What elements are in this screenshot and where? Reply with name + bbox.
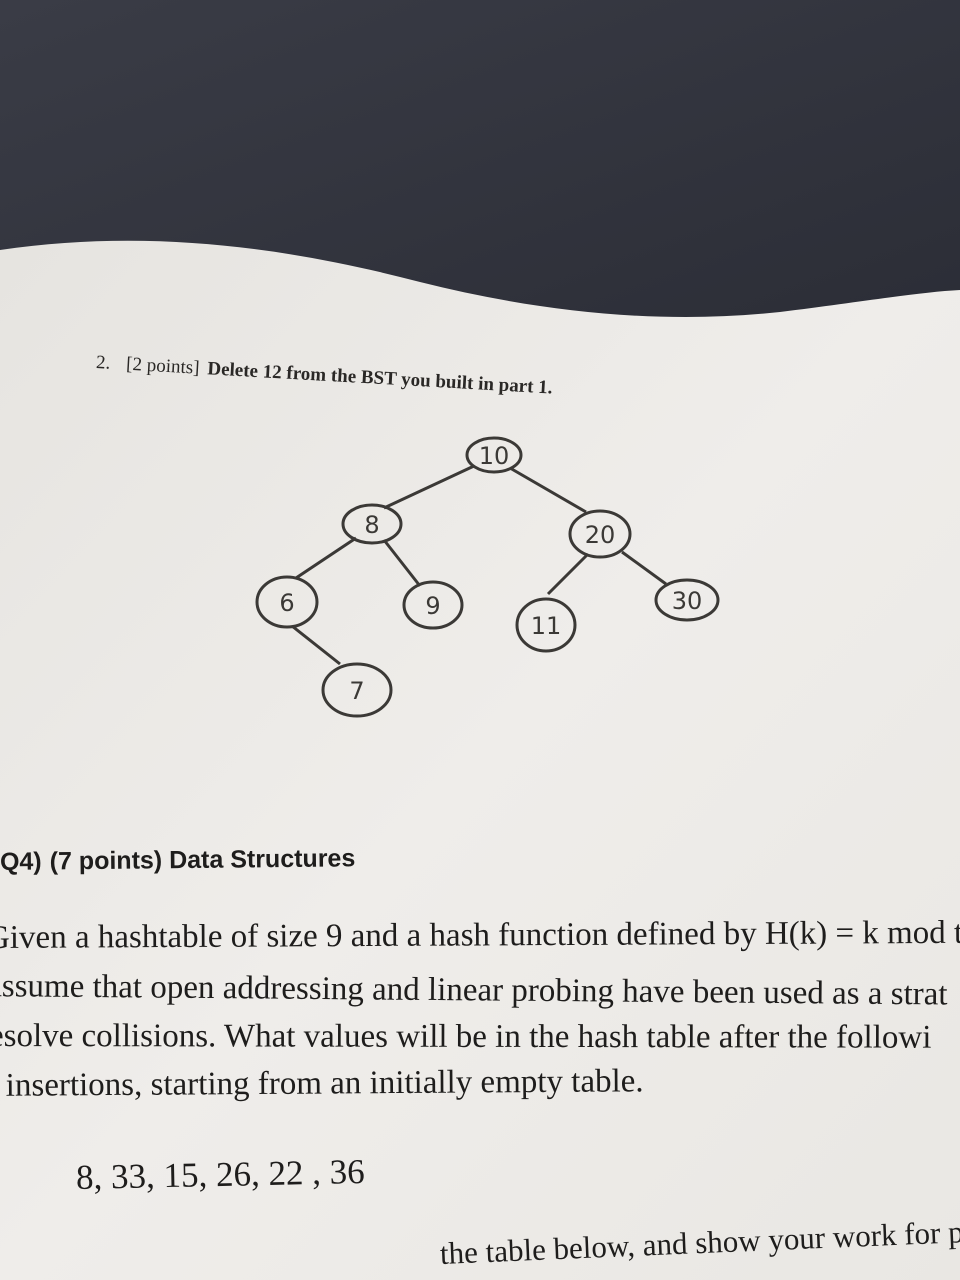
bst-edge-10-20 (509, 466, 587, 514)
bst-node-30-label: 30 (672, 587, 703, 615)
bst-node-8-label: 8 (364, 511, 379, 539)
bst-node-6 (255, 575, 319, 629)
bst-node-10-label: 10 (479, 442, 510, 470)
bst-edge-6-7 (291, 624, 341, 666)
bst-edge-20-11 (546, 552, 590, 596)
bst-node-20 (568, 509, 632, 559)
bst-node-20-label: 20 (585, 521, 616, 549)
bst-node-9-label: 9 (425, 592, 440, 620)
paragraph-line: Given a hashtable of size 9 and a hash f… (0, 914, 960, 956)
bst-edge-20-30 (621, 550, 667, 586)
bst-node-11-label: 11 (531, 612, 562, 640)
q4-heading: Q4)(7 points) Data Structures (0, 844, 355, 877)
bst-edge-8-6 (295, 536, 357, 580)
bst-drawing: 10 8 20 6 9 11 30 7 (255, 436, 720, 718)
bst-edge-10-8 (383, 464, 475, 510)
insertion-values: 8, 33, 15, 26, 22 , 36 (75, 1151, 366, 1197)
paragraph-line: of insertions, starting from an initiall… (0, 1063, 644, 1104)
paragraph-line: resolve collisions. What values will be … (0, 1018, 932, 1056)
bst-node-8 (341, 503, 403, 545)
bst-node-11 (515, 597, 577, 653)
q4-label: Q4) (0, 847, 42, 876)
bst-node-6-label: 6 (279, 589, 294, 617)
bst-node-9 (402, 580, 464, 630)
bst-edge-8-9 (382, 539, 422, 587)
bst-node-7-label: 7 (349, 677, 364, 705)
bst-node-30 (654, 578, 720, 622)
q4-title: (7 points) Data Structures (49, 844, 356, 876)
bst-node-7 (321, 662, 393, 718)
bst-node-10 (465, 436, 523, 474)
